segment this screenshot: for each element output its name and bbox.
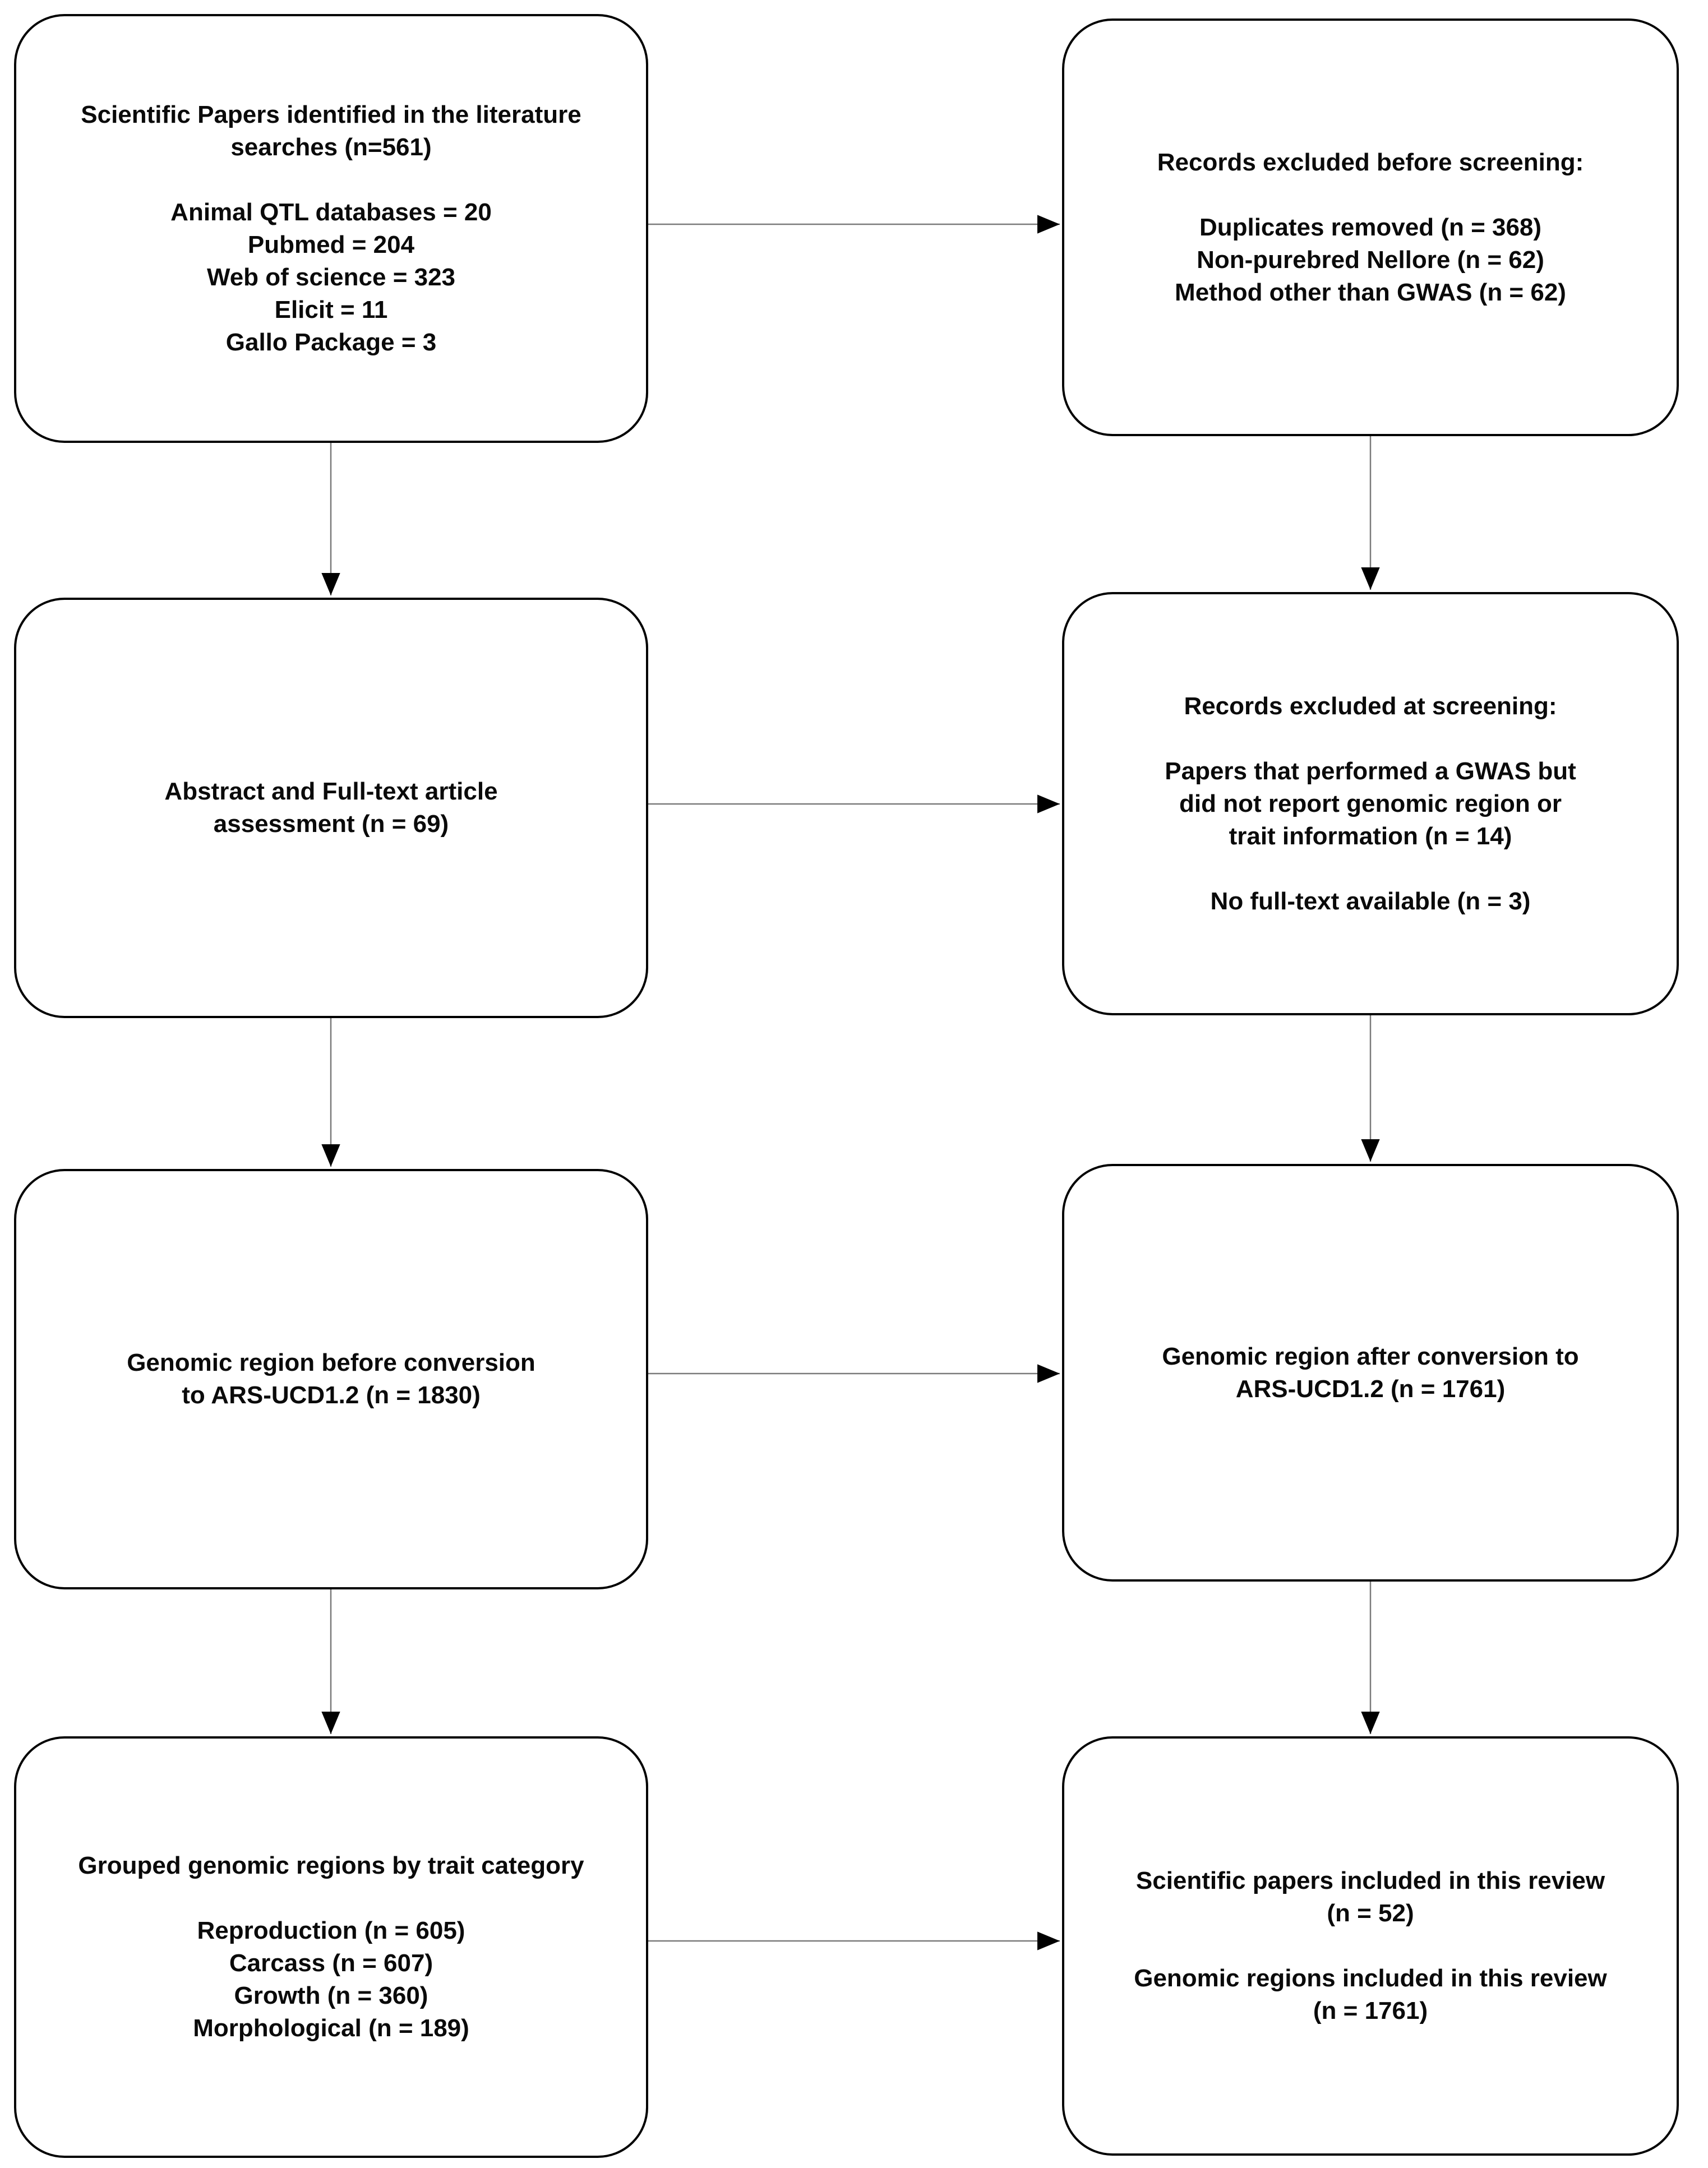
text-line: Papers that performed a GWAS but [1165, 757, 1576, 785]
box-title: Records excluded before screening: [1157, 146, 1584, 179]
text-line: trait information (n = 14) [1229, 822, 1512, 850]
text-line: searches (n=561) [230, 133, 432, 161]
box-title: Genomic region after conversion to ARS-U… [1162, 1340, 1578, 1406]
list-item: Carcass (n = 607) [229, 1949, 433, 1977]
text-line: Abstract and Full-text article [164, 778, 498, 805]
no-fulltext-note: No full-text available (n = 3) [1211, 885, 1531, 918]
list-item: Reproduction (n = 605) [197, 1917, 465, 1944]
exclusion-paragraph: Papers that performed a GWAS but did not… [1165, 755, 1576, 853]
text-line: did not report genomic region or [1179, 789, 1562, 817]
list-item: Growth (n = 360) [234, 1982, 428, 2009]
list-item: Pubmed = 204 [247, 230, 415, 258]
box-excluded-at-screening: Records excluded at screening: Papers th… [1062, 592, 1679, 1015]
box-region-after-conversion: Genomic region after conversion to ARS-U… [1062, 1164, 1679, 1582]
box-region-before-conversion: Genomic region before conversion to ARS-… [14, 1169, 648, 1589]
text-line: to ARS-UCD1.2 (n = 1830) [182, 1381, 481, 1409]
exclusion-reasons-list: Duplicates removed (n = 368) Non-purebre… [1175, 211, 1566, 309]
box-grouped-by-trait: Grouped genomic regions by trait categor… [14, 1736, 648, 2158]
text-line: (n = 1761) [1313, 1997, 1428, 2024]
box-title: Abstract and Full-text article assessmen… [164, 775, 497, 840]
box-fulltext-assessment: Abstract and Full-text article assessmen… [14, 598, 648, 1018]
list-item: Elicit = 11 [274, 295, 388, 323]
text-line: Records excluded at screening: [1184, 692, 1557, 720]
box-title: Scientific Papers identified in the lite… [81, 99, 581, 164]
text-line: Grouped genomic regions by trait categor… [78, 1852, 584, 1879]
list-item: Animal QTL databases = 20 [170, 198, 492, 226]
text-line: Scientific Papers identified in the lite… [81, 100, 581, 128]
box-included-in-review: Scientific papers included in this revie… [1062, 1736, 1679, 2156]
list-item: Duplicates removed (n = 368) [1199, 213, 1542, 241]
text-line: assessment (n = 69) [213, 810, 449, 838]
text-line: Genomic region before conversion [127, 1349, 536, 1376]
list-item: Web of science = 323 [206, 263, 456, 291]
box-title: Genomic region before conversion to ARS-… [127, 1347, 536, 1412]
text-line: (n = 52) [1327, 1899, 1414, 1927]
list-item: Non-purebred Nellore (n = 62) [1197, 246, 1544, 274]
text-line: Records excluded before screening: [1157, 148, 1584, 176]
papers-included-text: Scientific papers included in this revie… [1136, 1865, 1605, 1930]
text-line: Genomic region after conversion to [1162, 1342, 1579, 1370]
list-item: Method other than GWAS (n = 62) [1175, 278, 1566, 306]
list-item: Morphological (n = 189) [193, 2014, 469, 2042]
trait-category-list: Reproduction (n = 605) Carcass (n = 607)… [193, 1915, 469, 2045]
regions-included-text: Genomic regions included in this review … [1134, 1962, 1607, 2027]
text-line: ARS-UCD1.2 (n = 1761) [1235, 1375, 1506, 1403]
text-line: Genomic regions included in this review [1134, 1964, 1607, 1992]
text-line: Scientific papers included in this revie… [1135, 1867, 1605, 1894]
box-title: Records excluded at screening: [1184, 690, 1557, 723]
box-title: Grouped genomic regions by trait categor… [78, 1850, 584, 1882]
box-excluded-before-screening: Records excluded before screening: Dupli… [1062, 19, 1679, 436]
box-records-identified: Scientific Papers identified in the lite… [14, 14, 648, 443]
source-counts-list: Animal QTL databases = 20 Pubmed = 204 W… [170, 196, 492, 359]
list-item: Gallo Package = 3 [225, 328, 437, 356]
text-line: No full-text available (n = 3) [1210, 887, 1531, 915]
